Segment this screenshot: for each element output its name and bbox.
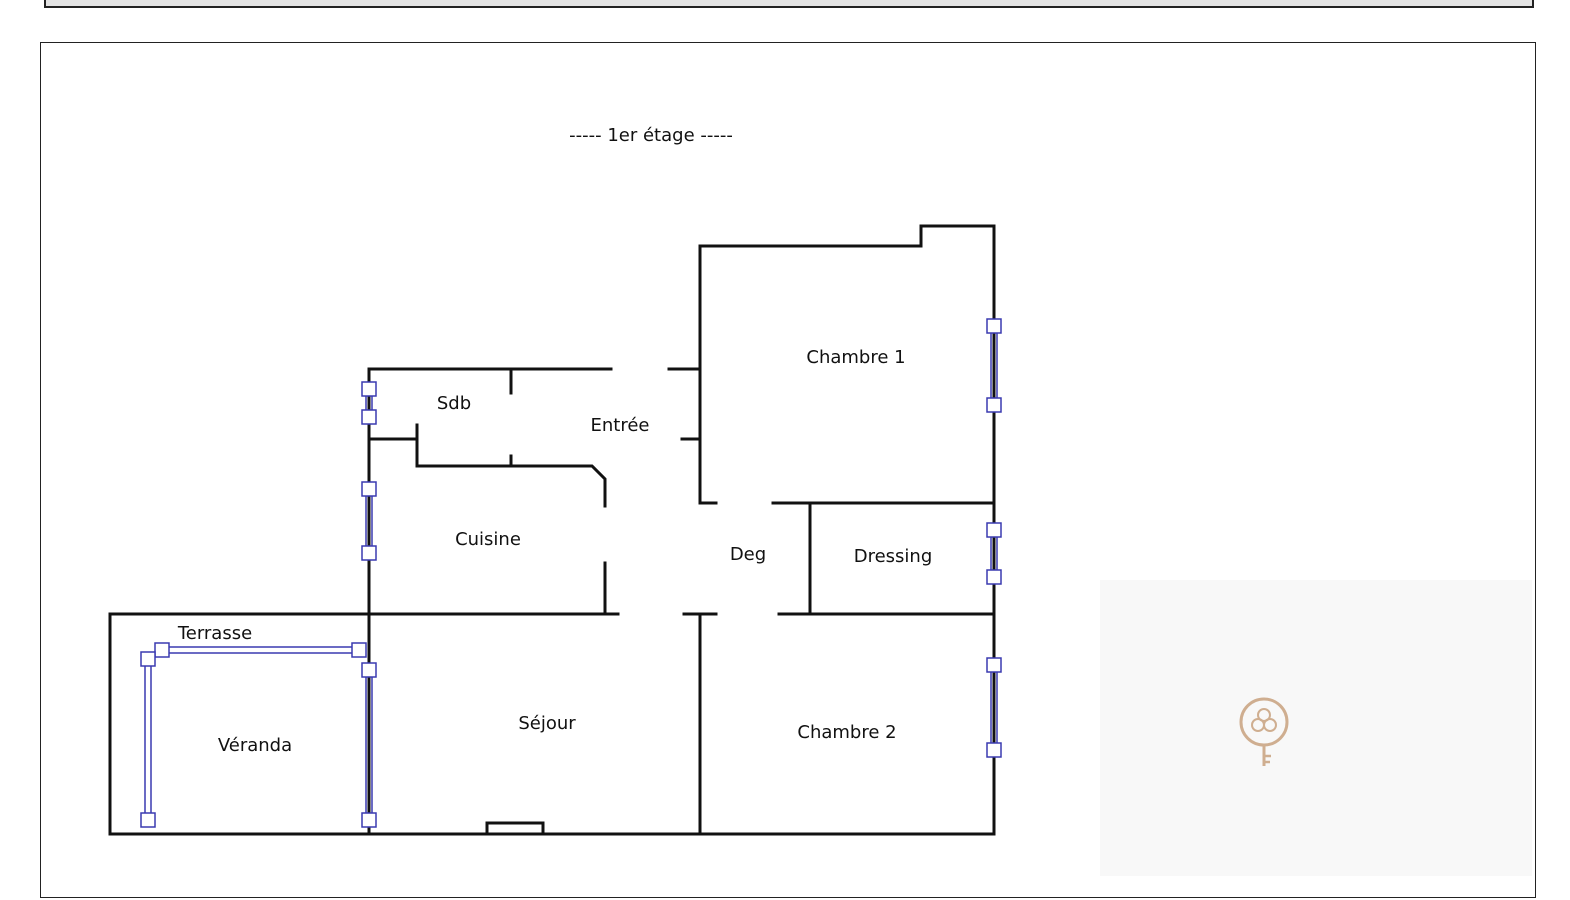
room-label-veranda: Véranda — [218, 735, 292, 756]
watermark-panel — [1100, 580, 1532, 876]
room-labels: Chambre 1 Sdb Entrée Cuisine Deg Dressin… — [177, 347, 932, 756]
room-label-deg: Deg — [730, 544, 766, 565]
room-label-chambre-2: Chambre 2 — [797, 722, 896, 743]
room-label-dressing: Dressing — [854, 546, 933, 567]
key-logo-icon — [1239, 697, 1289, 766]
room-label-terrasse: Terrasse — [177, 623, 252, 644]
room-label-cuisine: Cuisine — [455, 529, 521, 550]
room-label-sejour: Séjour — [518, 713, 576, 734]
floor-title: ----- 1er étage ----- — [569, 125, 733, 146]
room-label-chambre-1: Chambre 1 — [806, 347, 905, 368]
top-border-bar — [44, 0, 1534, 8]
room-label-entree: Entrée — [591, 415, 650, 436]
room-label-sdb: Sdb — [437, 393, 471, 414]
windows — [140, 318, 1002, 828]
